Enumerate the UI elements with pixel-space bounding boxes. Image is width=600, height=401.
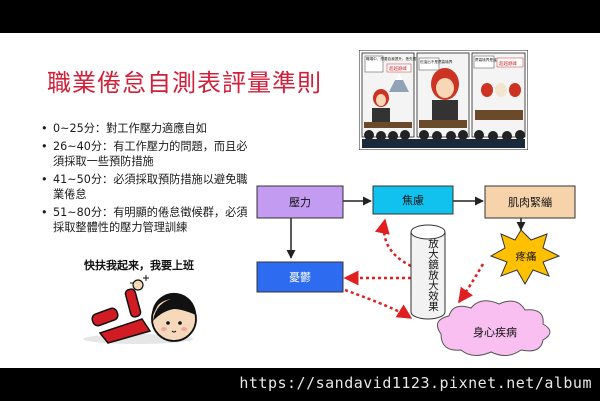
bottom-black-bar: https://sandavid1123.pixnet.net/album xyxy=(0,368,600,401)
comic-strip: 職場中，想要自我提升，恁先要會這樣！ 超越巔峰 但這出不是薦高境界 薦高境界是這… xyxy=(359,50,528,150)
svg-text:肌肉緊繃: 肌肉緊繃 xyxy=(508,195,552,209)
comic-panel-3: 薦高境界是這樣： 超越巔峰 xyxy=(471,52,526,141)
magnifier-cylinder: 放大鏡放大效果 xyxy=(410,224,446,320)
criteria-item: 51~80分：有明顯的倦怠徵候群，必須採取整體性的壓力管理訓練 xyxy=(40,205,255,235)
svg-text:壓力: 壓力 xyxy=(289,196,311,209)
cylinder-label: 放大鏡放大效果 xyxy=(427,237,439,312)
comic-panel-3-text: 薦高境界是這樣： xyxy=(475,57,504,62)
comic-banner-text: 超越巔峰 xyxy=(499,60,517,67)
box-depression: 憂鬱 xyxy=(256,261,344,293)
svg-text:身心疾病: 身心疾病 xyxy=(473,325,517,339)
criteria-item: 41~50分：必須採取預防措施以避免職業倦怠 xyxy=(40,172,255,202)
criteria-item: 0~25分：對工作壓力適應自如 xyxy=(40,121,255,136)
svg-text:憂鬱: 憂鬱 xyxy=(289,271,311,284)
box-muscle-tension: 肌肉緊繃 xyxy=(484,185,576,219)
watermark-url: https://sandavid1123.pixnet.net/album xyxy=(239,374,592,392)
dotted-feedback-arrows xyxy=(343,218,485,320)
cartoon-caption: 快扶我起来，我要上班 xyxy=(83,258,194,272)
illness-cloud: 身心疾病 xyxy=(436,300,551,356)
comic-panel-1-text: 職場中，想要自我提升，恁先要會這樣！ xyxy=(366,56,431,61)
comic-panel-1: 職場中，想要自我提升，恁先要會這樣！ 超越巔峰 xyxy=(361,52,431,141)
svg-text:焦慮: 焦慮 xyxy=(402,193,424,207)
pain-burst: 疼痛 xyxy=(489,229,561,286)
comic-banner-text: 超越巔峰 xyxy=(389,65,407,72)
criteria-list: 0~25分：對工作壓力適應自如 26~40分：有工作壓力的問題，而且必須採取一些… xyxy=(40,121,255,238)
solid-arrows xyxy=(286,196,526,259)
box-stress: 壓力 xyxy=(256,185,344,219)
lying-person-icon xyxy=(91,279,197,344)
top-black-bar xyxy=(0,0,600,33)
lying-cartoon: 快扶我起来，我要上班 xyxy=(83,258,197,344)
svg-text:疼痛: 疼痛 xyxy=(516,250,537,263)
slide-title: 職業倦怠自測表評量準則 xyxy=(47,69,322,97)
criteria-item: 26~40分：有工作壓力的問題，而且必須採取一些預防措施 xyxy=(40,139,255,169)
box-anxiety: 焦慮 xyxy=(372,185,454,215)
svg-text:職場中，想要自我提升，恁先要會這樣！: 職場中，想要自我提升，恁先要會這樣！ xyxy=(366,56,431,61)
sparkle-icon xyxy=(130,275,149,284)
stress-flow-diagram: 壓力 焦慮 肌肉緊繃 憂鬱 放大鏡放大效果 疼痛 身心疾病 xyxy=(256,185,576,356)
comic-panel-2: 但這出不是薦高境界 xyxy=(416,52,470,141)
comic-panel-2-text: 但這出不是薦高境界 xyxy=(420,59,453,64)
